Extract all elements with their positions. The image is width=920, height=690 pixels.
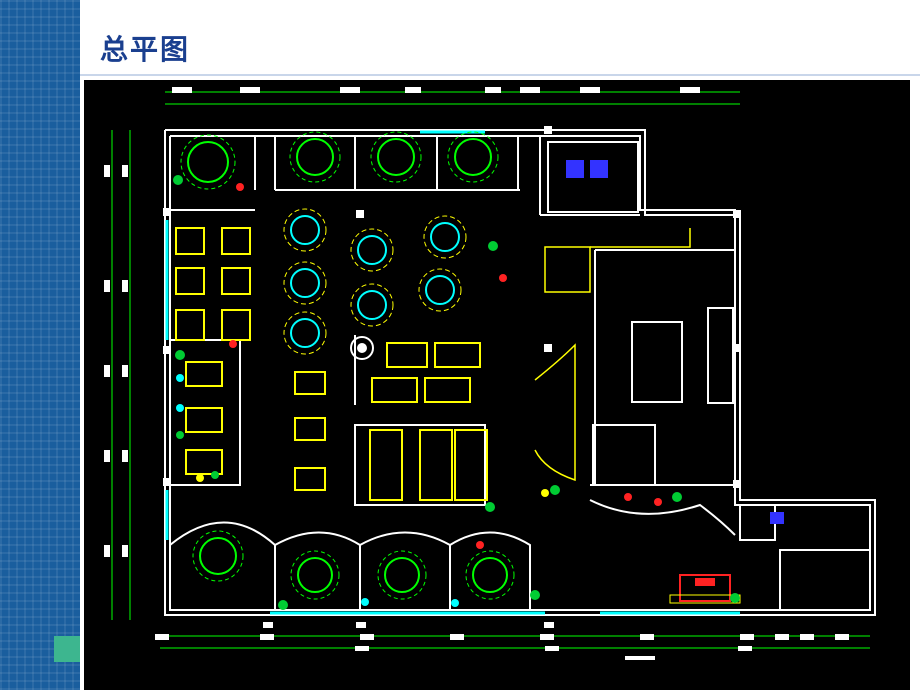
floor-plan-drawing [84,80,910,690]
restroom-fixtures [566,160,784,524]
dimension-ticks [104,87,849,660]
left-decorative-bar [0,0,80,690]
kitchen-walls [547,141,871,611]
bottom-private-rooms [169,521,531,610]
round-tables-hall [283,208,467,355]
dimension-lines [111,91,870,649]
columns [163,126,741,628]
reception-desk [669,574,741,604]
slide-title: 总平图 [100,33,191,66]
kitchen-yellow [534,228,691,482]
title-divider [80,74,920,76]
rect-tables-left [175,227,488,501]
accent-markers [176,183,662,607]
round-tables-bottom [192,530,515,600]
lamp [350,336,374,360]
exterior-walls [164,129,876,616]
window-strips [165,130,740,615]
accent-square [54,636,80,662]
plants [173,175,740,610]
round-tables-top [180,131,499,190]
